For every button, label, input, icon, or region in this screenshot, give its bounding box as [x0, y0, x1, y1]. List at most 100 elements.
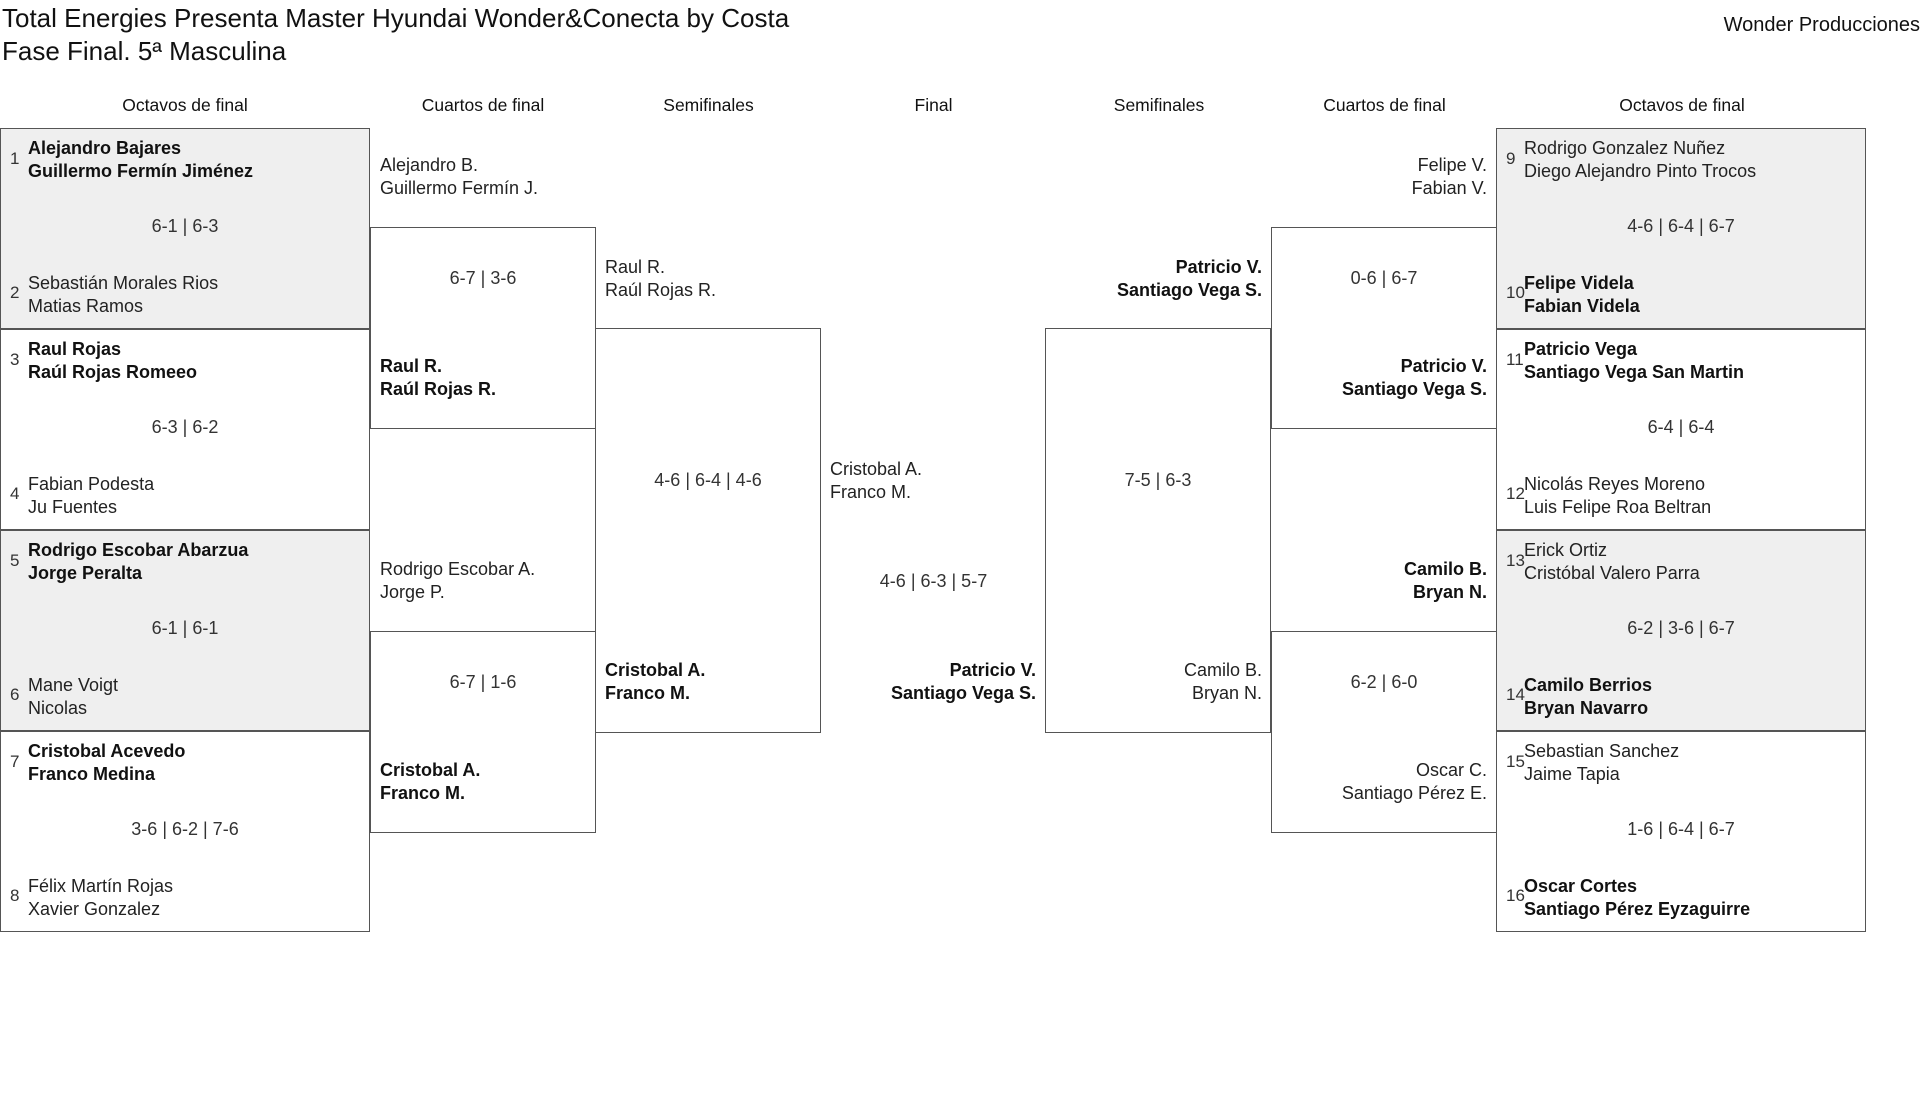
seed-number: 15 [1506, 752, 1525, 771]
player-name: Raúl Rojas Romeeo [28, 362, 198, 382]
player-name: Ju Fuentes [28, 497, 118, 517]
match-score: 4-6 | 6-4 | 4-6 [654, 470, 762, 490]
player-name: Felipe V. [1417, 155, 1487, 175]
team-pair: Patricio V.Santiago Vega S. [891, 659, 1036, 705]
player-name: Bryan N. [1412, 582, 1487, 602]
seed-number: 3 [10, 350, 20, 369]
header-left-round-of-16: Octavos de final [122, 95, 248, 115]
header-right-round-of-16: Octavos de final [1619, 95, 1745, 115]
seed-number: 14 [1506, 685, 1525, 704]
round-of-16-match-box [1496, 731, 1866, 932]
header-left-semifinals: Semifinales [663, 95, 754, 115]
player-name: Raúl Rojas R. [380, 379, 497, 399]
match-score: 6-7 | 3-6 [449, 268, 517, 288]
player-name: Jaime Tapia [1524, 764, 1620, 784]
player-name: Cristobal Acevedo [28, 741, 186, 761]
header-final: Final [914, 95, 953, 115]
team-pair: Fabian Podesta Ju Fuentes [28, 473, 154, 519]
player-name: Santiago Pérez Eyzaguirre [1524, 899, 1751, 919]
team-pair: Camilo B.Bryan N. [1184, 659, 1262, 705]
seed-number: 7 [10, 752, 20, 771]
match-score: 6-3 | 6-2 [151, 417, 219, 437]
round-of-16-match-box [1496, 128, 1866, 329]
seed-number: 12 [1506, 484, 1525, 503]
team-pair: Camilo B. Bryan N. [1404, 558, 1487, 604]
header-left-quarterfinals: Cuartos de final [421, 95, 545, 115]
player-name: Bryan N. [1191, 683, 1262, 703]
team-pair: Oscar C.Santiago Pérez E. [1342, 759, 1487, 805]
match-score: 3-6 | 6-2 | 7-6 [131, 819, 239, 839]
seed-number: 8 [10, 886, 20, 905]
header-right-quarterfinals: Cuartos de final [1323, 95, 1446, 115]
player-name: Franco Medina [28, 764, 156, 784]
player-name: Jorge Peralta [28, 563, 143, 583]
player-name: Nicolás Reyes Moreno [1524, 474, 1706, 494]
seed-number: 2 [10, 283, 20, 302]
quarterfinal-match-box [1271, 227, 1497, 429]
match-score: 7-5 | 6-3 [1124, 470, 1192, 490]
player-name: Xavier Gonzalez [28, 899, 161, 919]
seed-number: 10 [1506, 283, 1525, 302]
player-name: Rodrigo Escobar Abarzua [28, 540, 249, 560]
player-name: Fabian Videla [1524, 296, 1640, 316]
player-name: Santiago Vega S. [1341, 379, 1487, 399]
page-subtitle: Fase Final. 5ª Masculina [2, 36, 287, 66]
player-name: Raul R. [380, 356, 443, 376]
team-pair: Raul R.Raúl Rojas R. [605, 256, 716, 302]
player-name: Cristobal A. [830, 459, 923, 479]
quarterfinal-match-box [1271, 631, 1497, 833]
player-name: Sebastian Sanchez [1524, 741, 1680, 761]
player-name: Raúl Rojas R. [605, 280, 717, 300]
player-name: Matias Ramos [28, 296, 144, 316]
player-name: Santiago Pérez E. [1341, 783, 1487, 803]
semifinal-match-box [595, 328, 821, 733]
player-name: Camilo Berrios [1524, 675, 1653, 695]
round-of-16-match-box [0, 530, 370, 731]
player-name: Rodrigo Gonzalez Nuñez [1524, 138, 1726, 158]
page-title: Total Energies Presenta Master Hyundai W… [2, 3, 790, 33]
final-score: 4-6 | 6-3 | 5-7 [879, 571, 988, 591]
player-name: Sebastián Morales Rios [28, 273, 219, 293]
seed-number: 11 [1506, 350, 1524, 369]
player-name: Cristobal A. [605, 660, 706, 680]
player-name: Fabian V. [1411, 178, 1487, 198]
player-name: Alejandro Bajares [28, 138, 182, 158]
seed-number: 6 [10, 685, 20, 704]
player-name: Nicolas [28, 698, 88, 718]
round-of-16-match-box [1496, 329, 1866, 530]
match-score: 4-6 | 6-4 | 6-7 [1627, 216, 1735, 236]
player-name: Patricio V. [949, 660, 1036, 680]
player-name: Rodrigo Escobar A. [380, 559, 536, 579]
player-name: Patricio V. [1175, 257, 1262, 277]
player-name: Camilo B. [1403, 559, 1487, 579]
player-name: Luis Felipe Roa Beltran [1524, 497, 1712, 517]
team-pair: Alejandro B.Guillermo Fermín J. [380, 154, 538, 200]
match-score: 6-2 | 3-6 | 6-7 [1627, 618, 1735, 638]
team-pair: Patricio V.Santiago Vega S. [1117, 256, 1262, 302]
player-name: Jorge P. [380, 582, 445, 602]
team-pair: Patricio V.Santiago Vega S. [1342, 355, 1487, 401]
match-score: 0-6 | 6-7 [1350, 268, 1418, 288]
player-name: Bryan Navarro [1524, 698, 1649, 718]
team-pair: Cristobal A. Franco M. [380, 759, 480, 805]
player-name: Franco M. [830, 482, 912, 502]
player-name: Fabian Podesta [28, 474, 155, 494]
player-name: Cristobal A. [380, 760, 481, 780]
player-name: Franco M. [380, 783, 466, 803]
player-name: Alejandro B. [380, 155, 479, 175]
player-name: Patricio Vega [1524, 339, 1638, 359]
round-of-16-match-box [0, 128, 370, 329]
match-score: 1-6 | 6-4 | 6-7 [1627, 819, 1735, 839]
match-score: 6-1 | 6-3 [151, 216, 219, 236]
